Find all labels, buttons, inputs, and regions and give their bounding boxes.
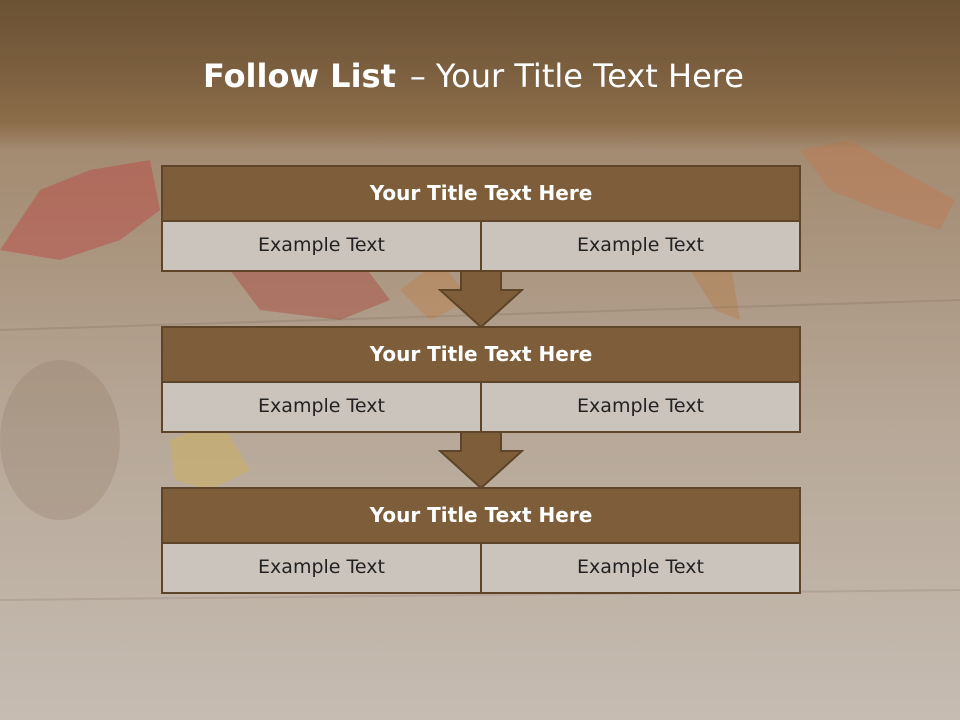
down-arrow-icon — [438, 270, 524, 328]
list-block-1: Your Title Text Here Example Text Exampl… — [161, 165, 801, 272]
block-cell: Example Text — [163, 222, 480, 270]
block-title: Your Title Text Here — [161, 165, 801, 222]
title-bar — [0, 0, 960, 150]
title-separator: – — [409, 57, 426, 95]
block-row: Example Text Example Text — [161, 544, 801, 594]
block-row: Example Text Example Text — [161, 222, 801, 272]
block-cell: Example Text — [163, 383, 480, 431]
block-cell: Example Text — [163, 544, 480, 592]
down-arrow-icon — [438, 431, 524, 489]
list-block-3: Your Title Text Here Example Text Exampl… — [161, 487, 801, 594]
title-rest: Your Title Text Here — [435, 57, 744, 95]
list-block-2: Your Title Text Here Example Text Exampl… — [161, 326, 801, 433]
block-cell: Example Text — [480, 544, 799, 592]
slide-title: Follow List–Your Title Text Here — [203, 54, 744, 98]
block-row: Example Text Example Text — [161, 383, 801, 433]
title-bold-part: Follow List — [203, 57, 396, 95]
block-title: Your Title Text Here — [161, 326, 801, 383]
block-cell: Example Text — [480, 383, 799, 431]
block-title: Your Title Text Here — [161, 487, 801, 544]
block-cell: Example Text — [480, 222, 799, 270]
